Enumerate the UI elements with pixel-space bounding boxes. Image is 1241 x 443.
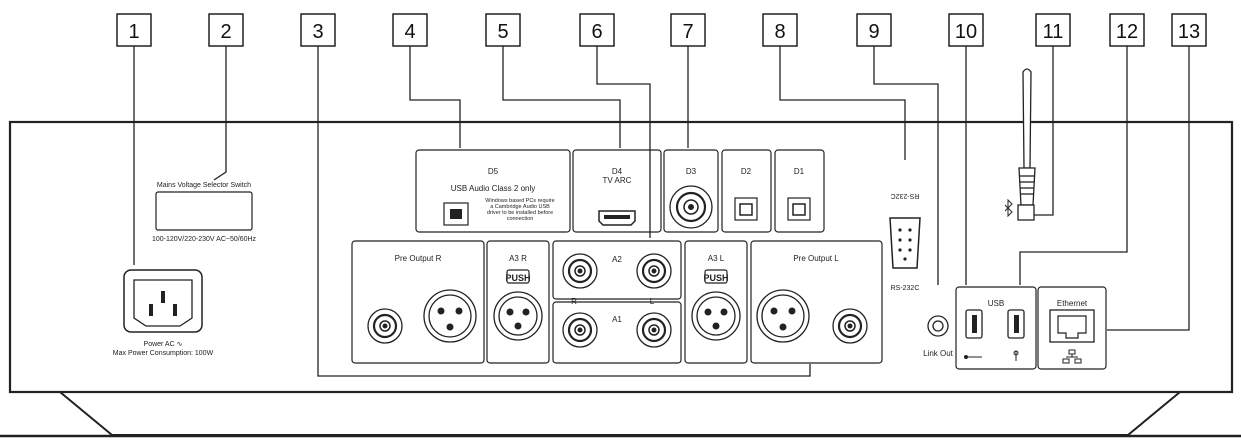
pre-output-r-rca[interactable] — [367, 308, 403, 344]
windows-note-line4: connection — [507, 216, 534, 222]
a3l-xlr[interactable] — [691, 269, 741, 341]
a1-l-rca[interactable] — [636, 312, 672, 348]
d3-label: D3 — [686, 167, 697, 176]
callout-13: 13 — [1178, 21, 1200, 43]
ethernet-port[interactable] — [1049, 309, 1095, 343]
optical-d2-port[interactable] — [734, 197, 758, 221]
pre-output-r-xlr[interactable] — [423, 289, 477, 343]
windows-note-line1: Windows based PCs require — [485, 198, 554, 204]
d1-label: D1 — [794, 167, 805, 176]
voltage-range-label: 100-120V/220-230V AC~50/60Hz — [152, 236, 257, 243]
wireless-icon — [1013, 350, 1019, 361]
usb-audio-class-label: USB Audio Class 2 only — [451, 184, 536, 193]
ethernet-label: Ethernet — [1057, 299, 1088, 308]
callout-5: 5 — [497, 21, 508, 43]
hdmi-arc-port[interactable] — [598, 210, 636, 226]
a1-l-label: L — [650, 297, 655, 306]
a2-l-rca[interactable] — [636, 253, 672, 289]
power-ac-label: Power AC ∿ — [144, 341, 183, 348]
windows-note-line2: a Cambridge Audio USB — [490, 204, 550, 210]
callout-6: 6 — [591, 21, 602, 43]
pre-output-r-label: Pre Output R — [395, 254, 442, 263]
usb-a-port-2[interactable] — [1007, 309, 1025, 339]
digital-input-block — [415, 149, 825, 233]
a3l-push-label: PUSH — [703, 273, 728, 283]
link-out-jack[interactable] — [927, 315, 949, 337]
callout-12: 12 — [1116, 21, 1138, 43]
voltage-selector-switch[interactable] — [155, 191, 253, 231]
mains-switch-label: Mains Voltage Selector Switch — [157, 182, 251, 189]
leader-lines — [133, 46, 1190, 377]
analog-block-frames — [351, 240, 883, 364]
usb-b-port[interactable] — [443, 202, 469, 226]
bluetooth-icon — [1004, 198, 1013, 218]
a1-r-label: R — [571, 297, 577, 306]
callout-boxes — [116, 13, 1207, 47]
a3r-label: A3 R — [509, 254, 527, 263]
usb-icon — [964, 355, 982, 359]
callout-8: 8 — [774, 21, 785, 43]
ethernet-panel — [1037, 286, 1107, 370]
rs232c-port[interactable] — [889, 217, 921, 269]
usb-label: USB — [988, 299, 1004, 308]
a3r-push-label: PUSH — [505, 273, 530, 283]
a3l-label: A3 L — [708, 254, 725, 263]
callout-1: 1 — [128, 21, 139, 43]
network-icon — [1062, 349, 1082, 364]
d5-label: D5 — [488, 167, 499, 176]
optical-d1-port[interactable] — [787, 197, 811, 221]
coaxial-d3-port[interactable] — [669, 185, 713, 229]
callout-9: 9 — [868, 21, 879, 43]
link-out-label: Link Out — [923, 349, 954, 358]
pre-output-l-xlr[interactable] — [756, 289, 810, 343]
chassis-feet — [59, 391, 1181, 436]
a2-label: A2 — [612, 255, 622, 264]
max-power-label: Max Power Consumption: 100W — [113, 350, 214, 357]
a1-r-rca[interactable] — [562, 312, 598, 348]
d4-label: D4 — [612, 167, 623, 176]
callout-2: 2 — [220, 21, 231, 43]
a1-label: A1 — [612, 315, 622, 324]
rs232c-label: RS-232C — [891, 285, 920, 292]
callout-11: 11 — [1043, 21, 1064, 43]
d2-label: D2 — [741, 167, 752, 176]
callout-3: 3 — [312, 21, 323, 43]
tv-arc-label: TV ARC — [603, 176, 632, 185]
a3r-xlr[interactable] — [493, 269, 543, 341]
usb-panel — [955, 286, 1037, 370]
callout-10: 10 — [955, 21, 977, 43]
a2-r-rca[interactable] — [562, 253, 598, 289]
windows-note-line3: driver to be installed before — [487, 210, 553, 216]
wifi-antenna[interactable] — [1017, 68, 1036, 221]
callout-7: 7 — [682, 21, 693, 43]
callout-4: 4 — [404, 21, 415, 43]
pre-output-l-label: Pre Output L — [793, 254, 839, 263]
pre-output-l-rca[interactable] — [832, 308, 868, 344]
rs232c-label-flipped: RS-232C — [891, 192, 920, 199]
usb-a-port-1[interactable] — [965, 309, 983, 339]
